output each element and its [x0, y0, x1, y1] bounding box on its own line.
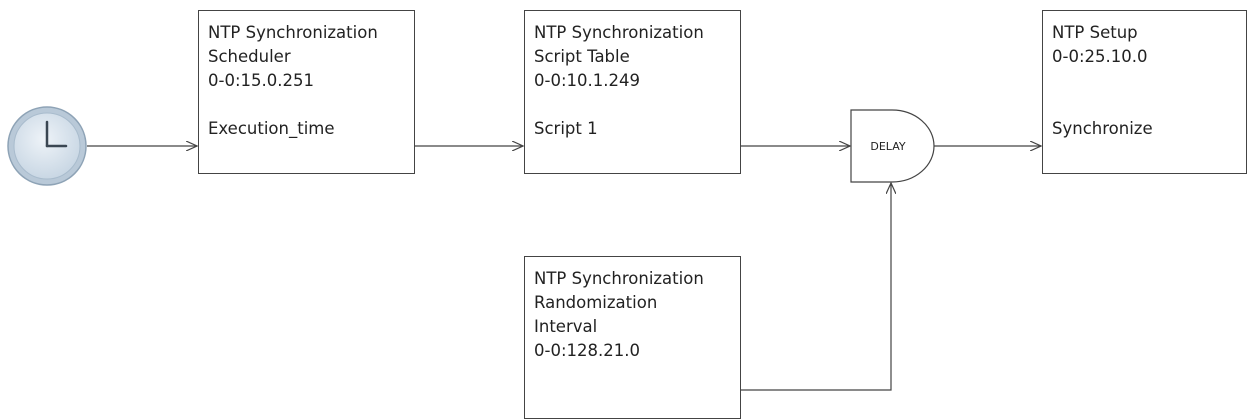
delay-label: DELAY — [870, 140, 905, 153]
spacer — [534, 93, 732, 117]
delay-gate: DELAY — [850, 109, 935, 183]
script-table-function: Script 1 — [534, 119, 598, 138]
script-table-title: NTP Synchronization — [534, 23, 704, 42]
randomization-interval-box: NTP Synchronization Randomization Interv… — [524, 256, 741, 419]
script-table-box: NTP Synchronization Script Table 0-0:10.… — [524, 10, 741, 174]
randomization-subtitle: Randomization — [534, 293, 658, 312]
ntp-setup-function: Synchronize — [1052, 119, 1153, 138]
script-table-obis-code: 0-0:10.1.249 — [534, 71, 640, 90]
clock-icon — [7, 106, 87, 186]
ntp-setup-title: NTP Setup — [1052, 23, 1138, 42]
arrow-random-to-delay — [741, 183, 891, 391]
scheduler-obis-code: 0-0:15.0.251 — [208, 71, 314, 90]
spacer — [1052, 69, 1238, 93]
scheduler-title: NTP Synchronization — [208, 23, 378, 42]
scheduler-subtitle: Scheduler — [208, 47, 291, 66]
randomization-title: NTP Synchronization — [534, 269, 704, 288]
scheduler-function: Execution_time — [208, 119, 335, 138]
ntp-setup-obis-code: 0-0:25.10.0 — [1052, 47, 1148, 66]
spacer — [1052, 93, 1238, 117]
spacer — [208, 93, 406, 117]
randomization-obis-code: 0-0:128.21.0 — [534, 341, 640, 360]
randomization-subtitle-2: Interval — [534, 317, 598, 336]
script-table-subtitle: Script Table — [534, 47, 630, 66]
ntp-setup-box: NTP Setup 0-0:25.10.0 Synchronize — [1042, 10, 1247, 174]
scheduler-box: NTP Synchronization Scheduler 0-0:15.0.2… — [198, 10, 415, 174]
